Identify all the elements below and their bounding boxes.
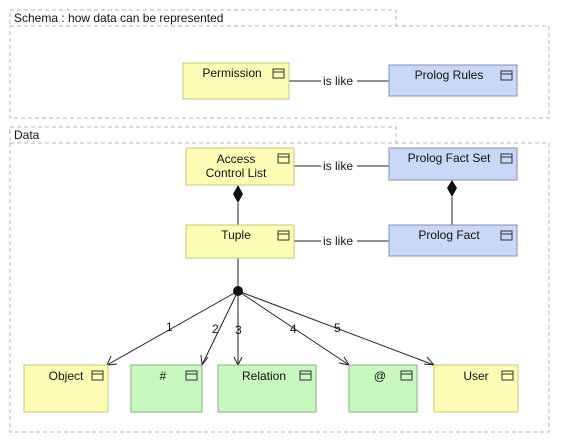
class-icon [500,153,513,164]
composition-diamond-factset [447,180,457,197]
node-label: # [160,369,167,383]
group-schema-label: Schema : how data can be represented [14,11,223,25]
node-label: Prolog Rules [415,68,484,82]
order-label-2: 2 [212,322,219,336]
group-schema: Schema : how data can be represented [9,9,550,119]
node-box[interactable] [130,364,203,413]
junction-dot [233,286,243,296]
node-prolog-fact-set[interactable]: Prolog Fact Set [388,147,518,181]
node-permission[interactable]: Permission [182,62,290,100]
node-object[interactable]: Object [23,364,109,413]
class-icon [400,370,413,381]
arrowheads [106,354,436,367]
node-at[interactable]: @ [348,364,418,413]
node-label: Object [49,369,84,383]
edge-junction-hash [201,290,239,366]
group-data-label: Data [14,128,40,142]
node-label: Access [217,152,256,166]
node-label: Prolog Fact Set [408,151,491,165]
class-icon [500,230,513,241]
node-box[interactable] [348,364,418,413]
order-label-1: 1 [166,320,173,334]
node-box[interactable] [185,224,295,259]
class-icon [500,70,513,81]
class-icon [277,230,290,241]
node-box[interactable] [388,224,518,257]
node-label: Tuple [221,228,251,242]
node-box[interactable] [388,64,518,97]
node-prolog-rules[interactable]: Prolog Rules [388,64,518,97]
node-label: Prolog Fact [418,228,480,242]
connectors [106,80,453,366]
order-label-5: 5 [334,321,341,335]
edge-junction-user [237,290,435,366]
class-icon [501,370,514,381]
edge-label-is-like-1: is like [323,74,353,88]
class-icon [185,370,198,381]
composition-diamond-acl [233,185,243,203]
arrowhead-user [423,356,436,366]
class-icon [277,153,290,164]
edge-label-is-like-3: is like [323,234,353,248]
node-label: Permission [202,66,261,80]
class-icon [272,68,285,79]
node-relation[interactable]: Relation [217,364,317,413]
node-box[interactable] [23,364,109,413]
node-label: User [463,369,488,383]
node-user[interactable]: User [433,364,519,413]
group-data: Data [9,126,550,433]
node-hash[interactable]: # [130,364,203,413]
node-label: Control List [206,166,267,180]
node-box[interactable] [433,364,519,413]
order-label-3: 3 [235,323,242,337]
class-icon [299,370,312,381]
class-icon [91,370,104,381]
node-box[interactable] [185,147,295,186]
order-label-4: 4 [290,322,297,336]
node-box[interactable] [182,62,290,100]
node-label: @ [374,369,386,383]
edge-label-is-like-2: is like [323,159,353,173]
edge-junction-at [237,290,350,366]
edge-junction-object [106,290,239,366]
node-label: Relation [242,369,286,383]
node-tuple[interactable]: Tuple [185,224,295,259]
node-box[interactable] [388,147,518,181]
node-prolog-fact[interactable]: Prolog Fact [388,224,518,257]
